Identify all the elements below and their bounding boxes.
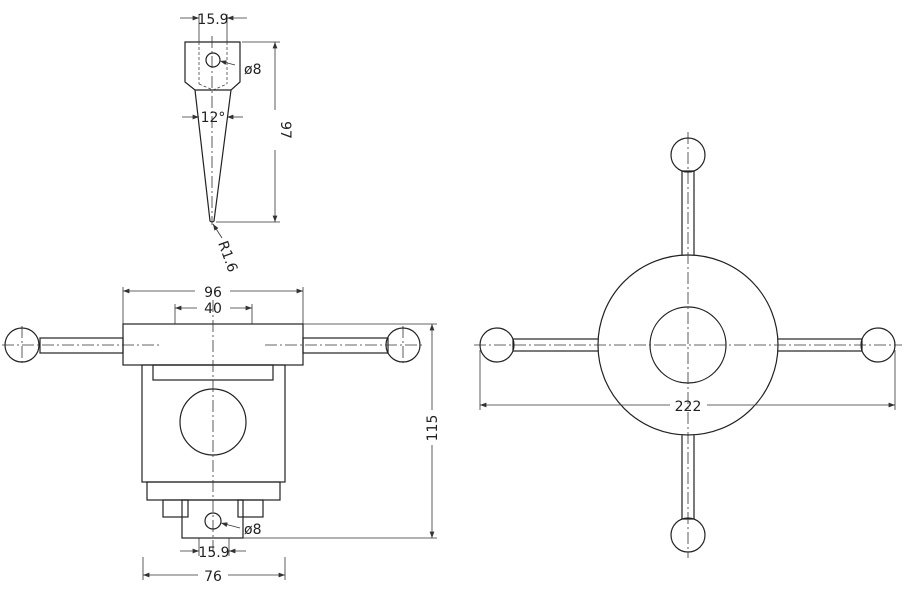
tip-radius-dim: R1.6 xyxy=(214,239,240,275)
body-width-dim: 76 xyxy=(204,569,222,585)
pin-hole-dim: ø8 xyxy=(244,62,261,78)
stem xyxy=(181,499,244,539)
body xyxy=(141,364,286,483)
flange-width-dim: 96 xyxy=(204,285,222,301)
pin-width-dim: 15.9 xyxy=(197,12,228,28)
span-dim: 222 xyxy=(675,399,702,415)
pin-hole xyxy=(205,52,221,68)
slot-width-dim: 40 xyxy=(204,301,222,317)
stem-hole-dim: ø8 xyxy=(244,522,261,538)
front-view: 96 40 115 ø8 15.9 76 xyxy=(2,285,441,585)
top-view: 222 xyxy=(474,132,902,558)
stem-width-dim: 15.9 xyxy=(198,545,229,561)
pin-length-dim: 97 xyxy=(277,121,293,139)
pin-view: 15.9 ø8 12° 97 R1.6 xyxy=(180,12,293,275)
height-dim: 115 xyxy=(425,415,441,442)
taper-angle-dim: 12° xyxy=(201,110,226,126)
